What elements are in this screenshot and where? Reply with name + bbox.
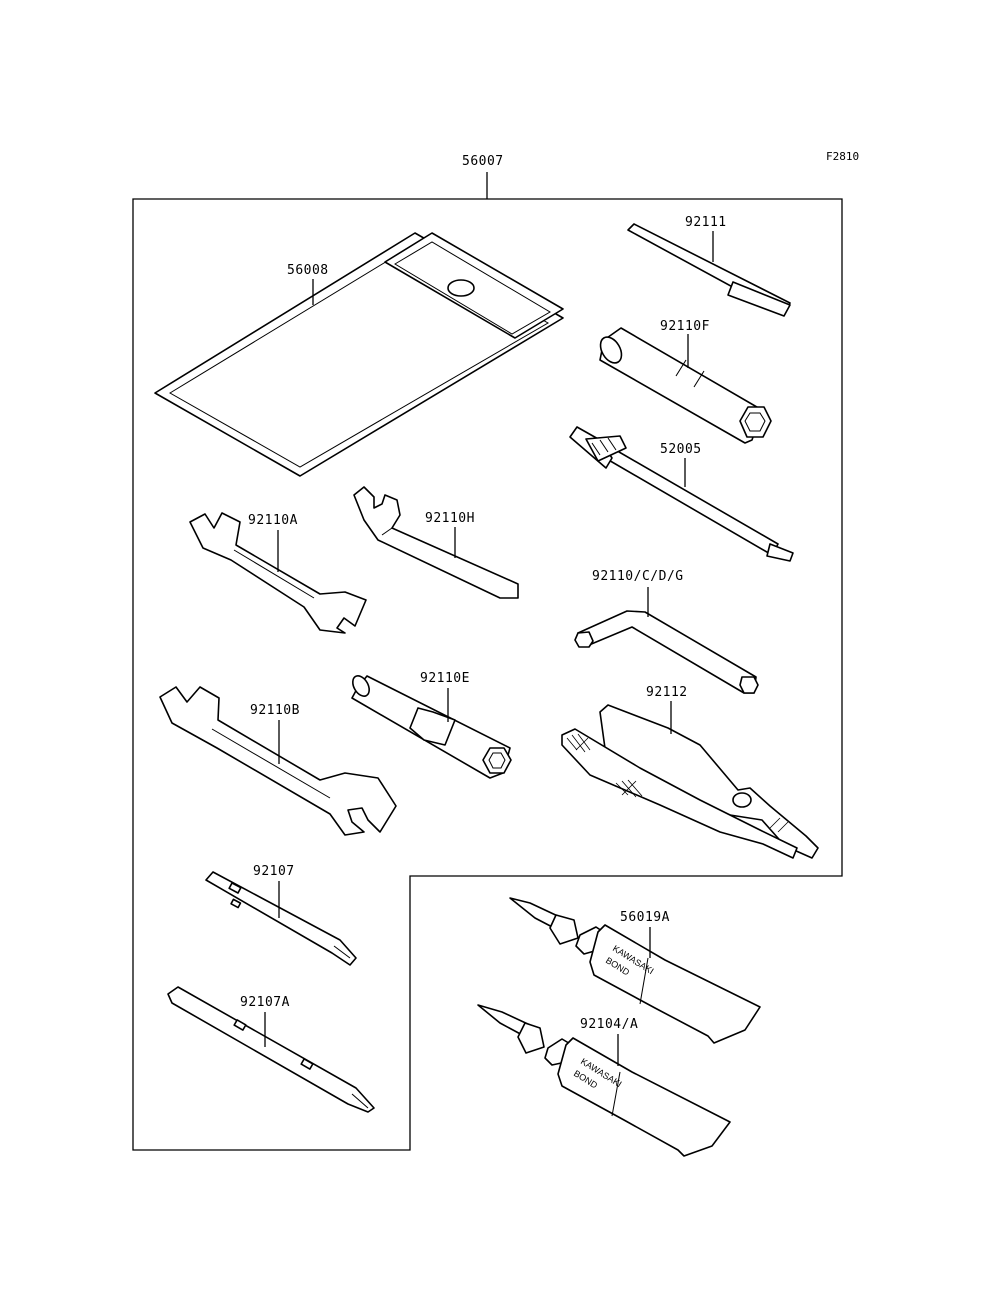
hex-key — [574, 610, 759, 694]
part-label-bond-tube-2: 92104/A — [580, 1017, 638, 1032]
screwdriver-a — [167, 986, 375, 1113]
screwdriver — [205, 871, 357, 966]
bond-tube-1 — [509, 897, 761, 1044]
part-label-wrench-b: 92110B — [250, 703, 300, 718]
assembly-part-number: 56007 — [462, 154, 504, 169]
socket-wrench-e — [351, 675, 512, 779]
hook-wrench — [353, 486, 519, 599]
part-label-bond-tube-1: 56019A — [620, 910, 670, 925]
part-label-wrench-a: 92110A — [248, 513, 298, 528]
extension-tool — [569, 426, 794, 562]
part-label-pliers: 92112 — [646, 685, 688, 700]
assembly-frame — [132, 198, 843, 1151]
pliers-grip-hatch — [566, 733, 789, 833]
plug-wrench — [599, 327, 772, 444]
open-end-wrench-a — [189, 512, 367, 634]
open-end-wrench-b — [159, 686, 397, 836]
figure-code: F2810 — [826, 150, 859, 163]
part-label-socket-wrench: 92110E — [420, 671, 470, 686]
part-label-pouch: 56008 — [287, 263, 329, 278]
part-label-screwdriver: 92107 — [253, 864, 295, 879]
part-label-extension: 52005 — [660, 442, 702, 457]
part-label-plug-wrench: 92110F — [660, 319, 710, 334]
pliers — [561, 704, 819, 859]
part-label-hex-key: 92110/C/D/G — [592, 569, 684, 584]
bond-tube-2 — [477, 1004, 731, 1157]
part-label-handle-bar: 92111 — [685, 215, 727, 230]
part-label-screwdriver-a: 92107A — [240, 995, 290, 1010]
handle-bar — [627, 223, 791, 317]
tool-pouch — [154, 232, 564, 477]
part-label-hook-wrench: 92110H — [425, 511, 475, 526]
